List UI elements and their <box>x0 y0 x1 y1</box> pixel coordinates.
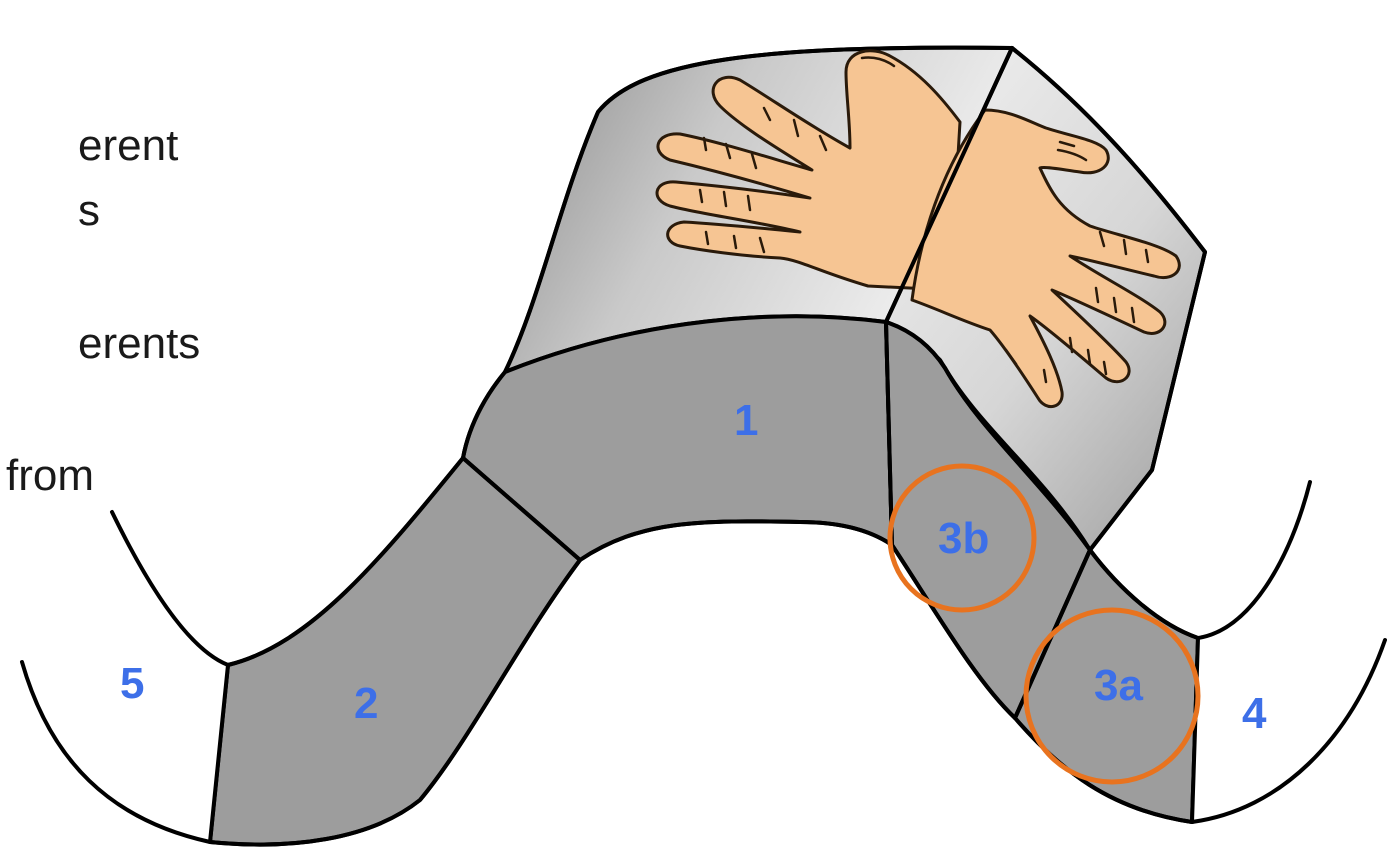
region-label-1: 1 <box>734 396 758 445</box>
region-label-5: 5 <box>120 659 144 708</box>
side-text-line-2: s <box>78 186 100 235</box>
region-label-3b: 3b <box>938 514 989 563</box>
side-text-line-3: erents <box>78 319 200 368</box>
side-text-block: erent s erents from <box>6 121 200 500</box>
region-label-2: 2 <box>354 679 378 728</box>
region-label-4: 4 <box>1242 689 1267 738</box>
side-text-line-4: from <box>6 451 94 500</box>
region-label-3a: 3a <box>1094 661 1143 710</box>
region-4-area <box>1192 482 1385 822</box>
side-text-line-1: erent <box>78 121 178 170</box>
